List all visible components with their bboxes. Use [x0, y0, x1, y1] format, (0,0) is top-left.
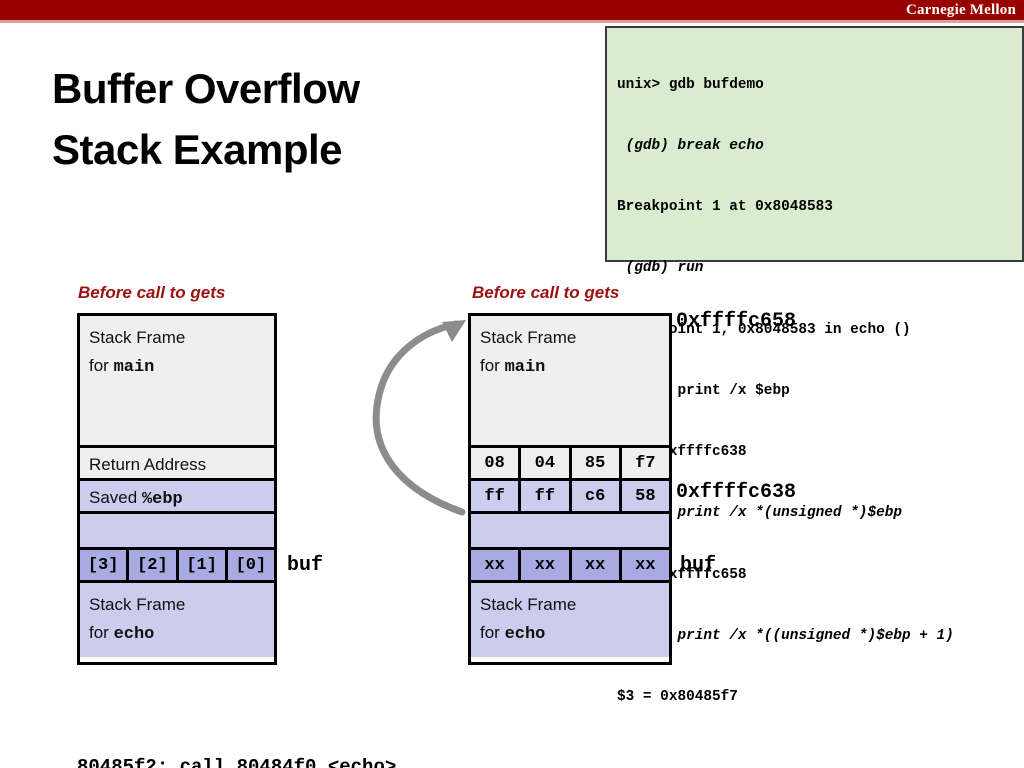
left-row-echo-frame: Stack Frame for echo: [80, 583, 274, 657]
page-title: Buffer Overflow Stack Example: [52, 58, 360, 180]
right-return-byte-1: 04: [521, 448, 572, 478]
right-row-buf-bytes: xx xx xx xx: [471, 550, 669, 583]
left-main-frame-line2: for main: [89, 352, 274, 382]
left-main-frame-line1: Stack Frame: [89, 328, 186, 347]
right-return-byte-2: 85: [572, 448, 622, 478]
gdb-line-1: (gdb) break echo: [617, 138, 764, 155]
right-main-for-label: for: [480, 356, 505, 375]
header-rule: [0, 20, 1024, 23]
left-main-frame-text: Stack Frame for main: [80, 316, 274, 445]
right-row-empty: [471, 514, 669, 550]
left-echo-frame-line1: Stack Frame: [89, 595, 186, 614]
caption-right: Before call to gets: [472, 283, 620, 302]
right-row-main-frame: Stack Frame for main: [471, 316, 669, 448]
address-annotation-mid: 0xffffc638: [676, 481, 797, 504]
header-bar: [0, 0, 1024, 20]
left-echo-frame-text: Stack Frame for echo: [80, 583, 274, 657]
gdb-line-0: unix> gdb bufdemo: [617, 76, 764, 93]
left-saved-ebp-text: Saved %ebp: [80, 481, 274, 511]
address-annotation-top: 0xffffc658: [676, 310, 797, 333]
left-buf-annotation: buf: [287, 554, 324, 577]
page-title-line2: Stack Example: [52, 126, 343, 173]
right-buf-byte-0: xx: [471, 550, 522, 580]
right-echo-for-label: for: [480, 623, 505, 642]
brand-label: Carnegie Mellon: [905, 2, 1016, 18]
right-echo-frame-line2: for echo: [480, 619, 669, 649]
right-main-func-name: main: [504, 358, 546, 377]
disassembly-block: 80485f2: call 80484f0 <echo> 80485f7: mo…: [77, 690, 647, 768]
left-row-main-frame: Stack Frame for main: [80, 316, 274, 448]
left-row-empty: [80, 514, 274, 550]
right-echo-func-name: echo: [504, 625, 546, 644]
gdb-transcript-panel: unix> gdb bufdemo (gdb) break echo Break…: [605, 26, 1024, 705]
gdb-line-7: (gdb) print /x *(unsigned *)$ebp: [617, 505, 902, 522]
gdb-line-5: (gdb) print /x $ebp: [617, 382, 790, 399]
left-echo-func-name: echo: [113, 625, 155, 644]
left-buf-cell-1: [1]: [179, 550, 228, 580]
right-row-return-bytes: 08 04 85 f7: [471, 448, 669, 481]
stack-diagram-right: Stack Frame for main 08 04 85 f7 ff ff c…: [468, 313, 672, 665]
right-ebp-byte-cells: ff ff c6 58: [471, 481, 669, 511]
gdb-line-3: (gdb) run: [617, 260, 704, 277]
left-echo-for-label: for: [89, 623, 114, 642]
left-echo-frame-line2: for echo: [89, 619, 274, 649]
left-main-for-label: for: [89, 356, 114, 375]
left-buf-cell-3: [3]: [80, 550, 130, 580]
right-main-frame-line2: for main: [480, 352, 669, 382]
gdb-line-10: $3 = 0x80485f7: [617, 689, 738, 705]
left-row-return-address: Return Address: [80, 448, 274, 481]
right-buf-byte-3: xx: [635, 555, 656, 575]
caption-left: Before call to gets: [78, 283, 226, 302]
gdb-line-6: $1 = 0xffffc638: [617, 444, 747, 461]
gdb-line-9: (gdb) print /x *((unsigned *)$ebp + 1): [617, 627, 954, 644]
left-saved-label: Saved: [89, 488, 142, 507]
right-return-byte-0: 08: [471, 448, 522, 478]
left-buf-cell-0: [0]: [235, 555, 267, 575]
right-buf-byte-cells: xx xx xx xx: [471, 550, 669, 580]
right-return-byte-3: f7: [635, 453, 656, 473]
right-buf-annotation: buf: [680, 554, 717, 577]
right-ebp-byte-3: 58: [635, 486, 656, 506]
left-empty-label: [80, 514, 274, 547]
right-ebp-byte-1: ff: [521, 481, 572, 511]
gdb-line-8: $2 = 0xffffc658: [617, 566, 747, 583]
left-row-buf: [3] [2] [1] [0]: [80, 550, 274, 583]
right-ebp-byte-2: c6: [572, 481, 622, 511]
right-echo-frame-line1: Stack Frame: [480, 595, 577, 614]
right-buf-byte-2: xx: [572, 550, 622, 580]
left-main-func-name: main: [113, 358, 155, 377]
gdb-line-2: Breakpoint 1 at 0x8048583: [617, 199, 833, 216]
right-main-frame-line1: Stack Frame: [480, 328, 577, 347]
disassembly-line-1: 80485f2: call 80484f0 <echo>: [77, 756, 397, 768]
page-title-line1: Buffer Overflow: [52, 65, 360, 112]
left-ebp-register: %ebp: [141, 490, 183, 509]
right-buf-byte-1: xx: [521, 550, 572, 580]
right-echo-frame-text: Stack Frame for echo: [471, 583, 669, 657]
stack-diagram-left: Stack Frame for main Return Address Save…: [77, 313, 277, 665]
left-row-saved-ebp: Saved %ebp: [80, 481, 274, 514]
left-return-address-label: Return Address: [89, 455, 207, 474]
right-row-echo-frame: Stack Frame for echo: [471, 583, 669, 657]
right-main-frame-text: Stack Frame for main: [471, 316, 669, 445]
right-empty-label: [471, 514, 669, 547]
left-buf-cell-2: [2]: [129, 550, 179, 580]
left-buf-cells: [3] [2] [1] [0]: [80, 550, 274, 580]
right-ebp-byte-0: ff: [471, 481, 522, 511]
right-return-byte-cells: 08 04 85 f7: [471, 448, 669, 478]
right-row-saved-ebp-bytes: ff ff c6 58: [471, 481, 669, 514]
